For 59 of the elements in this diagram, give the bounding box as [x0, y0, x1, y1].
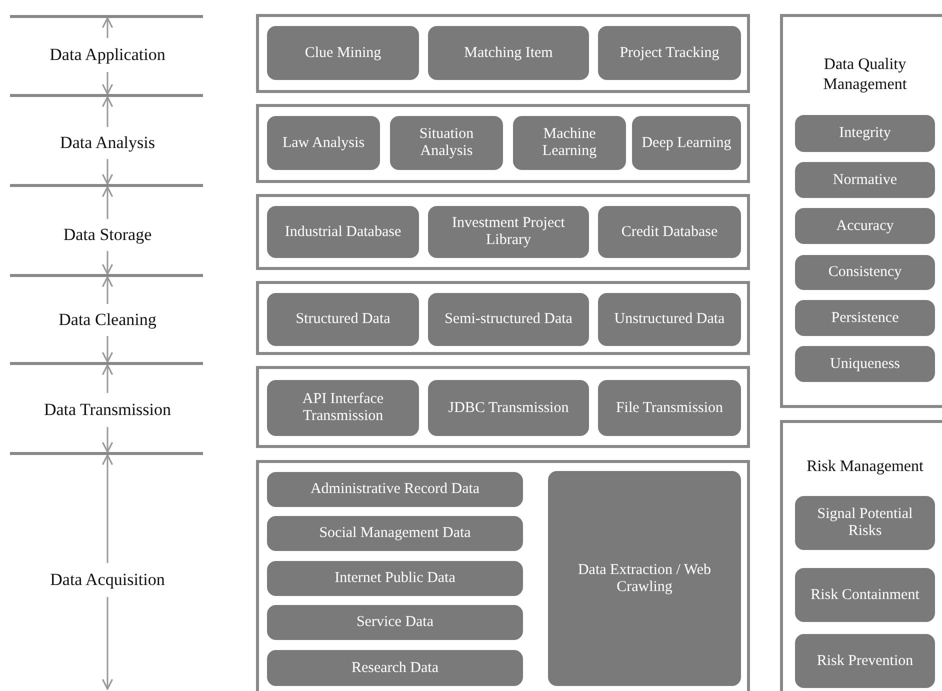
- arrow: [102, 454, 114, 563]
- item-box: Law Analysis: [267, 116, 380, 170]
- item-box: Administrative Record Data: [267, 472, 523, 507]
- item-box: API Interface Transmission: [267, 380, 419, 436]
- arrow: [102, 427, 114, 453]
- category-panel: [780, 420, 942, 691]
- item-box: Investment Project Library: [428, 206, 589, 258]
- item-box: JDBC Transmission: [428, 380, 589, 436]
- group-panel: [256, 366, 750, 448]
- arrow: [102, 72, 114, 95]
- arrow: [102, 276, 114, 304]
- item-box: Machine Learning: [513, 116, 626, 170]
- item-box: Semi-structured Data: [428, 293, 589, 346]
- item-box: Research Data: [267, 650, 523, 686]
- divider-bar: [10, 15, 203, 18]
- group-panel: [256, 14, 750, 93]
- divider-bar: [10, 274, 203, 277]
- item-box: Credit Database: [598, 206, 741, 258]
- item-box: Integrity: [795, 115, 935, 152]
- item-box: Situation Analysis: [390, 116, 503, 170]
- item-box: Uniqueness: [795, 346, 935, 382]
- item-box: Matching Item: [428, 26, 589, 80]
- item-box: Social Management Data: [267, 516, 523, 551]
- group-panel: [256, 104, 750, 183]
- item-box: Risk Prevention: [795, 634, 935, 688]
- item-box: Signal Potential Risks: [795, 496, 935, 550]
- item-box: Deep Learning: [632, 116, 741, 170]
- item-box: Risk Containment: [795, 568, 935, 622]
- item-box: Accuracy: [795, 208, 935, 244]
- group-panel: [256, 281, 750, 355]
- item-box: Unstructured Data: [598, 293, 741, 346]
- category-panel: [780, 14, 942, 408]
- item-box: Data Extraction / Web Crawling: [548, 471, 741, 686]
- item-box: Service Data: [267, 605, 523, 640]
- arrow: [102, 159, 114, 185]
- item-box: Persistence: [795, 300, 935, 336]
- item-box: Project Tracking: [598, 26, 741, 80]
- arrow: [102, 186, 114, 219]
- divider-bar: [10, 452, 203, 455]
- divider-bar: [10, 94, 203, 97]
- arrow: [102, 364, 114, 393]
- panel-title: Risk Management: [806, 457, 924, 477]
- divider-bar: [10, 362, 203, 365]
- arrow: [102, 17, 114, 38]
- item-box: Clue Mining: [267, 26, 419, 80]
- arrow: [102, 597, 114, 690]
- item-box: Structured Data: [267, 293, 419, 346]
- item-box: Internet Public Data: [267, 561, 523, 596]
- group-panel: [256, 460, 750, 691]
- arrow: [102, 336, 114, 363]
- item-box: Normative: [795, 162, 935, 198]
- group-panel: [256, 194, 750, 270]
- panel-title: Data Quality Management: [822, 55, 908, 95]
- arrow: [102, 251, 114, 275]
- item-box: Consistency: [795, 255, 935, 290]
- divider-bar: [10, 184, 203, 187]
- arrow: [102, 96, 114, 127]
- item-box: File Transmission: [598, 380, 741, 436]
- item-box: Industrial Database: [267, 206, 419, 258]
